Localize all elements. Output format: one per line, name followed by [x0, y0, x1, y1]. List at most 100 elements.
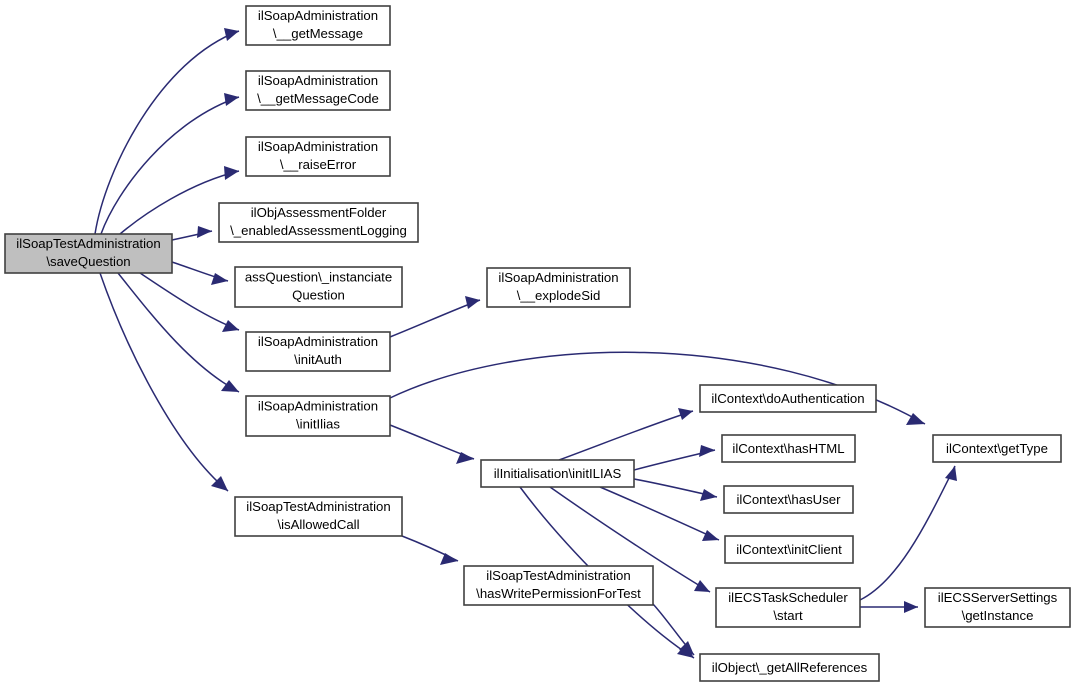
node-label-line1: ilContext\initClient: [736, 542, 842, 557]
arrow-head-icon: [465, 296, 480, 309]
node-label-line2: \saveQuestion: [46, 254, 130, 269]
arrow-head-icon: [678, 408, 693, 420]
node-rect[interactable]: [724, 535, 854, 564]
node-doAuthentication[interactable]: ilContext\doAuthentication: [699, 384, 877, 413]
arrow-head-icon: [700, 489, 717, 501]
node-rect[interactable]: [723, 485, 854, 514]
node-rect[interactable]: [463, 565, 654, 606]
node-explodeSid[interactable]: ilSoapAdministration \__explodeSid: [486, 267, 631, 308]
node-rect[interactable]: [245, 70, 391, 111]
node-getMessage[interactable]: ilSoapAdministration\__getMessage: [245, 5, 391, 46]
node-rect[interactable]: [924, 587, 1071, 628]
edge-line: [94, 30, 240, 235]
node-rect[interactable]: [245, 395, 391, 437]
node-label-line1: ilInitialisation\initILIAS: [494, 466, 622, 481]
arrow-head-icon: [904, 601, 918, 613]
node-getAllReferences[interactable]: ilObject\_getAllReferences: [699, 653, 880, 682]
edge-ecsTaskSchedulerStart-to-getType: [859, 465, 957, 601]
arrow-head-icon: [211, 273, 228, 285]
node-initClient[interactable]: ilContext\initClient: [724, 535, 854, 564]
arrow-head-icon: [224, 28, 239, 41]
node-label-line2: \__getMessage: [273, 26, 363, 41]
node-label-line1: ilContext\doAuthentication: [711, 391, 864, 406]
edge-line: [558, 410, 694, 461]
node-label-line1: ilECSTaskScheduler: [728, 590, 848, 605]
node-rect[interactable]: [218, 202, 419, 243]
edge-line: [117, 272, 240, 393]
node-initIlias[interactable]: ilSoapAdministration\initIlias: [245, 395, 391, 437]
node-rect[interactable]: [721, 434, 856, 463]
node-label-line1: assQuestion\_instanciate: [245, 269, 392, 284]
node-label-line2: \__getMessageCode: [257, 91, 379, 106]
node-label-line2: \isAllowedCall: [277, 517, 359, 532]
node-initAuth[interactable]: ilSoapAdministration \initAuth: [245, 331, 391, 372]
node-label-line1: ilSoapAdministration: [258, 334, 378, 349]
node-label-line1: ilSoapTestAdministration: [246, 499, 390, 514]
edge-line: [389, 299, 481, 338]
node-saveQuestion[interactable]: ilSoapTestAdministration \saveQuestion: [4, 233, 173, 274]
edge-line: [99, 272, 229, 492]
arrow-head-icon: [221, 380, 239, 392]
node-label-line1: ilContext\hasUser: [736, 492, 841, 507]
node-rect[interactable]: [699, 653, 880, 682]
node-layer: ilSoapTestAdministration\saveQuestionilS…: [4, 5, 1071, 682]
node-enabledAssessmentLogging[interactable]: ilObjAssessmentFolder\_enabledAssessment…: [218, 202, 419, 243]
node-rect[interactable]: [234, 266, 403, 308]
node-ecsServerSettingsGetInstance[interactable]: ilECSServerSettings\getInstance: [924, 587, 1071, 628]
edge-saveQuestion-to-getMessageCode: [100, 93, 240, 235]
node-label-line2: \initAuth: [294, 352, 342, 367]
arrow-head-icon: [679, 641, 694, 655]
edge-initILIAS-to-hasHTML: [633, 445, 716, 471]
node-label-line1: ilSoapTestAdministration: [16, 236, 160, 251]
node-initILIAS[interactable]: ilInitialisation\initILIAS: [480, 459, 635, 488]
node-label-line1: ilContext\getType: [946, 441, 1048, 456]
arrow-head-icon: [699, 445, 715, 457]
node-raiseError[interactable]: ilSoapAdministration\__raiseError: [245, 136, 391, 177]
arrow-head-icon: [945, 466, 957, 481]
node-rect[interactable]: [245, 136, 391, 177]
node-rect[interactable]: [245, 331, 391, 372]
edge-saveQuestion-to-instanciateQuestion: [171, 261, 229, 285]
arrow-head-icon: [222, 320, 239, 332]
node-label-line1: ilSoapAdministration: [498, 270, 618, 285]
edge-initILIAS-to-doAuthentication: [558, 408, 694, 461]
edge-saveQuestion-to-raiseError: [119, 166, 240, 235]
arrow-head-icon: [694, 580, 710, 592]
node-isAllowedCall[interactable]: ilSoapTestAdministration \isAllowedCall: [234, 496, 403, 537]
edge-hasWritePermissionForTest-to-getAllReferences: [652, 603, 695, 656]
node-rect[interactable]: [699, 384, 877, 413]
node-label-line2: \hasWritePermissionForTest: [476, 586, 641, 601]
node-rect[interactable]: [480, 459, 635, 488]
node-ecsTaskSchedulerStart[interactable]: ilECSTaskScheduler\start: [715, 587, 861, 628]
node-hasHTML[interactable]: ilContext\hasHTML: [721, 434, 856, 463]
node-rect[interactable]: [245, 5, 391, 46]
node-rect[interactable]: [715, 587, 861, 628]
node-label-line1: ilObject\_getAllReferences: [712, 660, 868, 675]
edge-saveQuestion-to-enabledAssessmentLogging: [171, 226, 213, 241]
node-label-line2: \__raiseError: [280, 157, 357, 172]
node-label-line2: \__explodeSid: [517, 288, 601, 303]
node-rect[interactable]: [234, 496, 403, 537]
node-hasWritePermissionForTest[interactable]: ilSoapTestAdministration\hasWritePermiss…: [463, 565, 654, 606]
node-hasUser[interactable]: ilContext\hasUser: [723, 485, 854, 514]
node-rect[interactable]: [4, 233, 173, 274]
node-label-line1: ilObjAssessmentFolder: [251, 205, 387, 220]
node-label-line2: \getInstance: [962, 608, 1034, 623]
node-rect[interactable]: [932, 434, 1062, 463]
node-getMessageCode[interactable]: ilSoapAdministration\__getMessageCode: [245, 70, 391, 111]
edge-isAllowedCall-to-hasWritePermissionForTest: [401, 535, 459, 565]
edge-initIlias-to-initILIAS: [389, 424, 475, 464]
node-rect[interactable]: [486, 267, 631, 308]
edge-line: [859, 465, 956, 601]
edge-line: [599, 486, 720, 541]
edge-saveQuestion-to-initAuth: [139, 272, 240, 332]
arrow-head-icon: [906, 413, 925, 425]
node-label-line2: \initIlias: [296, 416, 340, 431]
arrow-head-icon: [702, 530, 719, 541]
node-getType[interactable]: ilContext\getType: [932, 434, 1062, 463]
edge-layer: [94, 28, 957, 659]
arrow-head-icon: [211, 476, 228, 491]
